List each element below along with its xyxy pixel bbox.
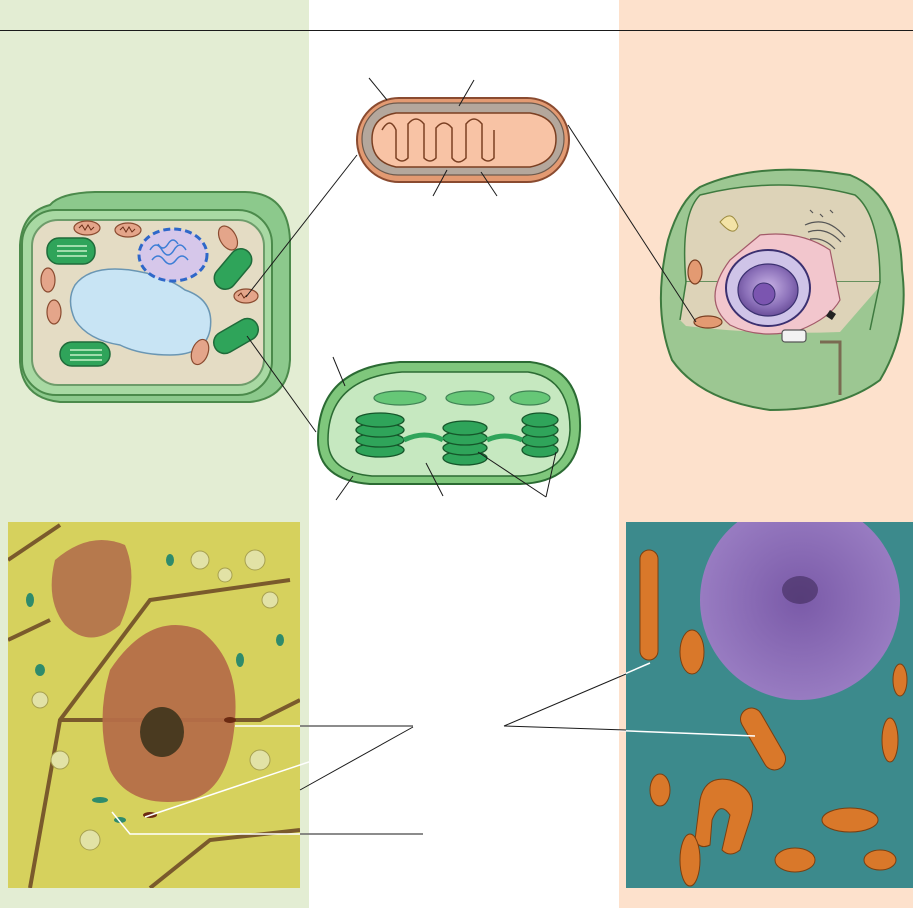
mitochondrion-cross-section <box>356 97 570 183</box>
plant-cell-light-micrograph <box>8 522 300 888</box>
micrograph-leader-lines-outside <box>299 673 627 835</box>
animal-cell-electron-micrograph <box>626 522 913 888</box>
leader-lines <box>245 77 697 501</box>
top-divider <box>0 30 913 31</box>
plant-cell-illustration <box>19 191 291 403</box>
chloroplast-cross-section <box>316 361 582 485</box>
animal-cell-illustration <box>659 168 905 412</box>
